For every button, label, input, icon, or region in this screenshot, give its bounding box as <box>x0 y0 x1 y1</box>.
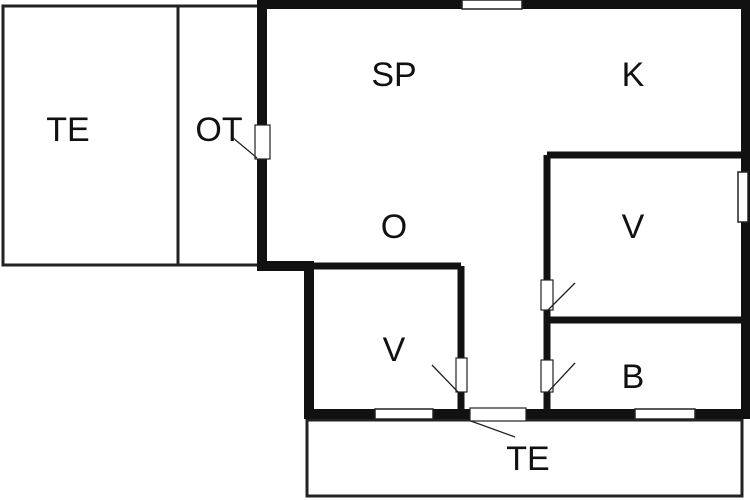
window-bottom-right <box>634 408 696 420</box>
room-label-bathroom: B <box>622 358 645 396</box>
room-label-terrace-left: TE <box>46 111 89 149</box>
room-label-open-area: O <box>381 208 407 246</box>
interior-walls <box>309 151 746 414</box>
window-right <box>737 171 749 223</box>
door-frames <box>254 124 554 422</box>
door-swing-bedroom-right <box>547 282 576 311</box>
room-label-outdoor-room: OT <box>195 111 242 149</box>
windows <box>374 0 749 420</box>
room-label-bedroom-lower: V <box>383 331 406 369</box>
terrace-left-outline <box>1 4 180 267</box>
door-swing-bedroom-lower <box>431 364 459 393</box>
room-label-bedroom-right: V <box>622 208 645 246</box>
exterior-walls <box>257 0 750 419</box>
room-label-kitchen: K <box>622 56 645 94</box>
door-swing-outdoor <box>231 136 258 159</box>
window-top <box>461 0 523 10</box>
room-label-living: SP <box>371 56 416 94</box>
door-openings <box>255 125 553 421</box>
door-swing-bathroom <box>547 362 576 393</box>
door-swings <box>231 136 576 438</box>
door-swing-entrance <box>467 419 516 438</box>
room-label-terrace-bottom: TE <box>506 440 549 478</box>
window-bottom-left <box>374 408 434 420</box>
